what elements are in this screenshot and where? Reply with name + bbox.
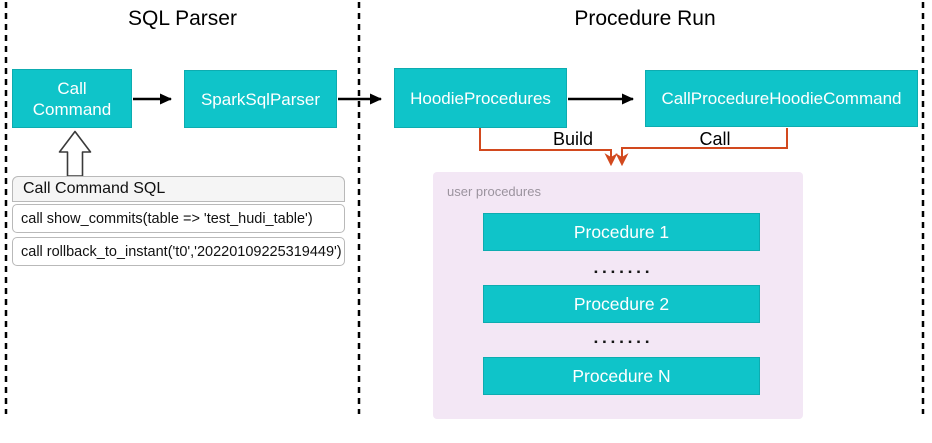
call-command-sql-box: Call Command SQL call show_commits(table…: [12, 176, 345, 266]
node-hoodieprocedures: HoodieProcedures: [394, 68, 567, 128]
user-procedures-container: user procedures Procedure 1 ▪▪▪▪▪▪▪ Proc…: [433, 172, 803, 419]
sql-example-row: call rollback_to_instant('t0','202201092…: [12, 237, 345, 266]
section-title-procedure-run: Procedure Run: [574, 7, 716, 30]
node-call-command: Call Command: [12, 69, 132, 128]
node-procedure-2: Procedure 2: [483, 285, 760, 323]
edge-label-build: Build: [552, 129, 594, 149]
node-sparksqlparser: SparkSqlParser: [184, 70, 337, 128]
sql-box-header: Call Command SQL: [12, 176, 345, 202]
ellipsis-dots: ▪▪▪▪▪▪▪: [594, 266, 654, 278]
ellipsis-dots: ▪▪▪▪▪▪▪: [594, 336, 654, 348]
sql-example-row: call show_commits(table => 'test_hudi_ta…: [12, 204, 345, 233]
user-procedures-label: user procedures: [447, 184, 541, 199]
node-procedure-n: Procedure N: [483, 357, 760, 395]
node-callprocedurehoodiecommand: CallProcedureHoodieCommand: [645, 70, 918, 127]
edge-label-call: Call: [699, 129, 731, 149]
section-title-sql-parser: SQL Parser: [128, 7, 237, 30]
hollow-up-arrow-icon: [58, 130, 92, 177]
node-procedure-1: Procedure 1: [483, 213, 760, 251]
